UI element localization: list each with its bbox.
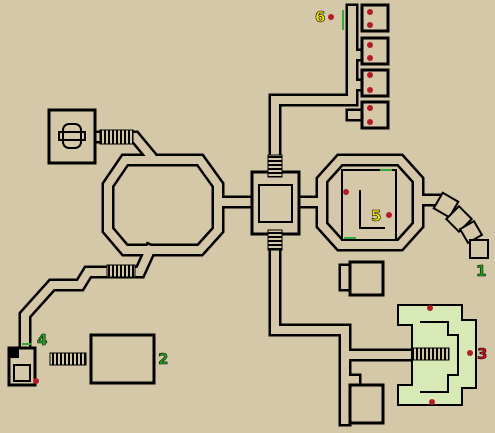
room-5 (341, 169, 397, 241)
marker-cell-8 (367, 119, 373, 125)
marker-cell-3 (367, 42, 373, 48)
room-southeast-upper (348, 260, 385, 297)
label-4: 4 (37, 331, 47, 349)
marker-room4 (33, 378, 39, 384)
marker-room3-bottom (429, 399, 435, 405)
stairs (49, 129, 450, 366)
corridors (18, 3, 447, 427)
label-5: 5 (371, 207, 381, 225)
marker-cell-1 (367, 9, 373, 15)
label-3: 3 (477, 345, 487, 363)
label-2: 2 (158, 350, 168, 368)
marker-room3-top (427, 305, 433, 311)
spiral-stairs (432, 191, 489, 259)
label-6: 6 (315, 8, 325, 26)
marker-hex (343, 189, 349, 195)
treasure-markers (33, 9, 473, 405)
marker-6 (328, 14, 334, 20)
label-1: 1 (476, 262, 486, 280)
marker-cell-5 (367, 72, 373, 78)
marker-room3-right (467, 350, 473, 356)
room-2 (89, 333, 156, 385)
marker-cell-6 (367, 87, 373, 93)
room-southeast-lower (348, 383, 385, 425)
marker-cell-4 (367, 55, 373, 61)
room-northwest (47, 108, 97, 165)
north-cells (360, 3, 390, 130)
location-labels: 1 2 3 4 5 6 (37, 8, 488, 369)
marker-cell-2 (367, 22, 373, 28)
marker-cell-7 (367, 105, 373, 111)
doors (22, 10, 392, 345)
statue-icon (58, 123, 86, 149)
marker-5 (386, 212, 392, 218)
